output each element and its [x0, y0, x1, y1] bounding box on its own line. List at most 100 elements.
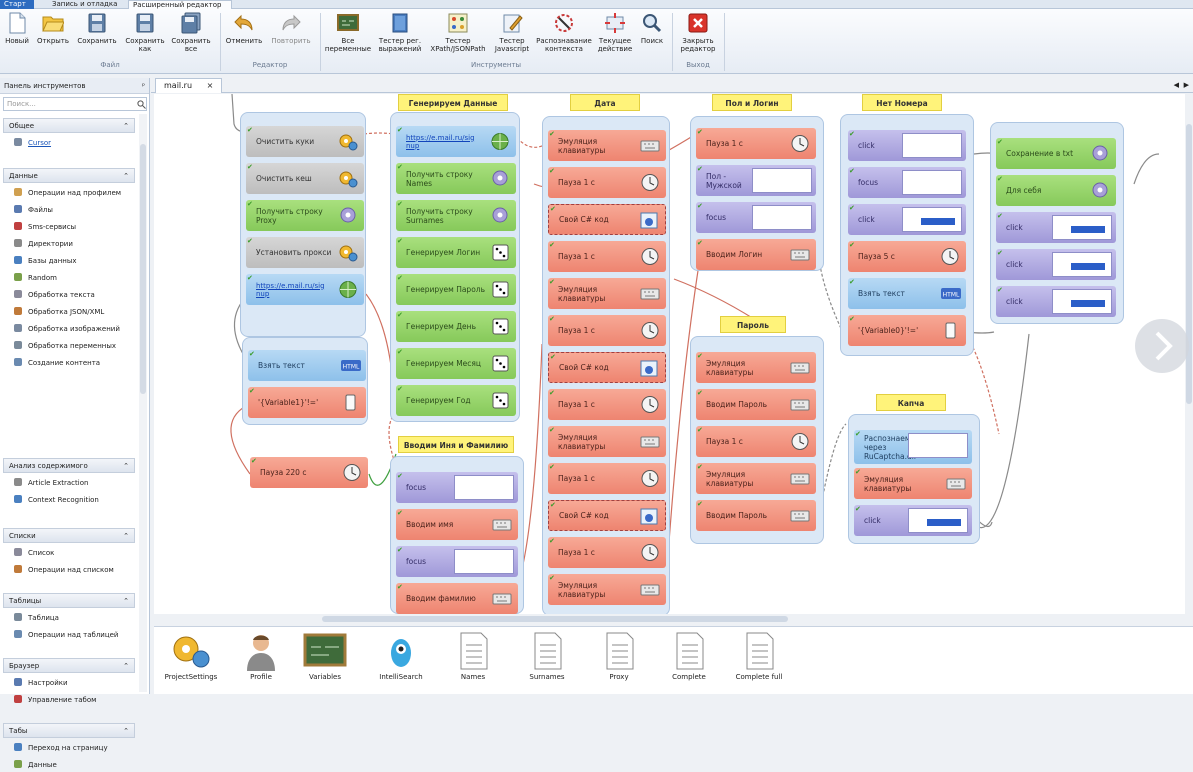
- group-header[interactable]: Дата: [570, 94, 640, 111]
- toolbox-item[interactable]: Создание контента: [14, 356, 100, 370]
- close-icon[interactable]: ×: [206, 81, 214, 90]
- resource-5[interactable]: Surnames: [514, 631, 580, 681]
- all-variables-button[interactable]: Все переменные: [324, 12, 372, 53]
- resource-0[interactable]: ProjectSettings: [158, 631, 224, 681]
- action-node[interactable]: ✔Для себя: [996, 175, 1116, 206]
- chevron-up-icon[interactable]: ⌃: [123, 662, 129, 670]
- action-node[interactable]: ✔click: [848, 130, 966, 161]
- action-node[interactable]: ✔Генерируем Месяц: [396, 348, 516, 379]
- pin-icon[interactable]: ᵖ: [142, 82, 145, 90]
- action-node[interactable]: ✔Эмуляция клавиатуры: [696, 463, 816, 494]
- action-node[interactable]: ✔Генерируем Год: [396, 385, 516, 416]
- section-0[interactable]: Общее⌃: [3, 118, 135, 133]
- group-header[interactable]: Капча: [876, 394, 946, 411]
- chevron-left-icon[interactable]: ◀: [1173, 81, 1179, 89]
- action-node[interactable]: ✔'{Variable1}'!=': [248, 387, 366, 418]
- action-node[interactable]: ✔https://e.mail.ru/sig nup: [246, 274, 364, 305]
- toolbox-item[interactable]: Базы данных: [14, 254, 77, 268]
- group-header[interactable]: Вводим Иня и Фамилию: [398, 436, 514, 453]
- chevron-up-icon[interactable]: ⌃: [123, 532, 129, 540]
- action-node[interactable]: ✔Свой C# код: [548, 204, 666, 235]
- action-node[interactable]: ✔Пауза 1 с: [548, 389, 666, 420]
- action-node[interactable]: ✔Пауза 1 с: [548, 241, 666, 272]
- action-node[interactable]: ✔Эмуляция клавиатуры: [854, 468, 972, 499]
- search-button[interactable]: Поиск: [636, 12, 668, 45]
- action-node[interactable]: ✔focus: [396, 472, 518, 503]
- save-button[interactable]: Сохранить: [74, 12, 120, 45]
- action-node[interactable]: ✔Очистить кеш: [246, 163, 364, 194]
- resource-7[interactable]: Complete: [656, 631, 722, 681]
- action-node[interactable]: ✔Установить прокси: [246, 237, 364, 268]
- canvas-vertical-scrollbar[interactable]: [1185, 94, 1193, 614]
- toolbox-item[interactable]: Управление табом: [14, 693, 96, 707]
- action-node[interactable]: ✔Генерируем Пароль: [396, 274, 516, 305]
- action-node[interactable]: ✔Пол - Мужской: [696, 165, 816, 196]
- tab-start[interactable]: Старт: [0, 0, 34, 9]
- group-header[interactable]: Нет Номера: [862, 94, 942, 111]
- open-button[interactable]: Открыть: [34, 12, 72, 45]
- toolbox-item[interactable]: Context Recognition: [14, 493, 99, 507]
- action-node[interactable]: ✔focus: [396, 546, 518, 577]
- chevron-right-icon[interactable]: ▶: [1183, 81, 1189, 89]
- toolbox-item[interactable]: Обработка текста: [14, 288, 95, 302]
- section-4[interactable]: Таблицы⌃: [3, 593, 135, 608]
- action-node[interactable]: ✔Генерируем Логин: [396, 237, 516, 268]
- action-node[interactable]: ✔Генерируем День: [396, 311, 516, 342]
- action-node[interactable]: ✔Получить строку Names: [396, 163, 516, 194]
- action-node[interactable]: ✔click: [848, 204, 966, 235]
- toolbox-item[interactable]: Файлы: [14, 203, 53, 217]
- chevron-up-icon[interactable]: ⌃: [123, 727, 129, 735]
- action-node[interactable]: ✔focus: [696, 202, 816, 233]
- action-node[interactable]: ✔click: [996, 249, 1116, 280]
- action-node[interactable]: ✔Пауза 1 с: [548, 463, 666, 494]
- action-node[interactable]: ✔Эмуляция клавиатуры: [548, 278, 666, 309]
- action-node[interactable]: ✔Вводим Пароль: [696, 500, 816, 531]
- action-node[interactable]: ✔'{Variable0}'!=': [848, 315, 966, 346]
- undo-button[interactable]: Отменить: [224, 12, 264, 45]
- group-header[interactable]: Пол и Логин: [712, 94, 792, 111]
- action-node[interactable]: ✔Вводим имя: [396, 509, 518, 540]
- doc-tab-mailru[interactable]: mail.ru ×: [155, 78, 223, 93]
- save-all-button[interactable]: Сохранить все: [168, 12, 214, 53]
- context-recognition-button[interactable]: Распознавание контекста: [534, 12, 594, 53]
- js-tester-button[interactable]: Тестер Javascript: [490, 12, 534, 53]
- project-canvas[interactable]: ✔Очистить куки✔Очистить кеш✔Получить стр…: [154, 94, 1185, 614]
- canvas-horizontal-scrollbar[interactable]: [154, 614, 1185, 624]
- action-node[interactable]: ✔Пауза 1 с: [696, 426, 816, 457]
- action-node[interactable]: ✔focus: [848, 167, 966, 198]
- action-node[interactable]: ✔Пауза 220 с: [250, 457, 368, 488]
- resource-3[interactable]: IntelliSearch: [368, 631, 434, 681]
- redo-button[interactable]: Повторить: [268, 12, 314, 45]
- close-editor-button[interactable]: Закрыть редактор: [676, 12, 720, 53]
- action-node[interactable]: ✔Свой C# код: [548, 500, 666, 531]
- action-node[interactable]: ✔Пауза 1 с: [548, 167, 666, 198]
- section-6[interactable]: Табы⌃: [3, 723, 135, 738]
- action-node[interactable]: ✔Эмуляция клавиатуры: [548, 426, 666, 457]
- toolbox-item[interactable]: Операции над профилем: [14, 186, 121, 200]
- resource-4[interactable]: Names: [440, 631, 506, 681]
- toolbox-item[interactable]: Операции над списком: [14, 563, 114, 577]
- current-action-button[interactable]: Текущее действие: [596, 12, 634, 53]
- action-node[interactable]: ✔Свой C# код: [548, 352, 666, 383]
- action-node[interactable]: ✔Пауза 1 с: [548, 537, 666, 568]
- toolbox-item[interactable]: Список: [14, 546, 54, 560]
- action-node[interactable]: ✔Пауза 1 с: [548, 315, 666, 346]
- toolbox-item[interactable]: Sms-сервисы: [14, 220, 76, 234]
- resource-8[interactable]: Complete full: [726, 631, 792, 681]
- toolbox-item[interactable]: Обработка переменных: [14, 339, 116, 353]
- chevron-up-icon[interactable]: ⌃: [123, 462, 129, 470]
- chevron-up-icon[interactable]: ⌃: [123, 122, 129, 130]
- action-node[interactable]: ✔click: [996, 286, 1116, 317]
- resource-6[interactable]: Proxy: [586, 631, 652, 681]
- action-node[interactable]: ✔Эмуляция клавиатуры: [548, 130, 666, 161]
- toolbox-item[interactable]: Настройки: [14, 676, 68, 690]
- chevron-up-icon[interactable]: ⌃: [123, 172, 129, 180]
- toolbox-item[interactable]: Обработка JSON/XML: [14, 305, 104, 319]
- section-3[interactable]: Списки⌃: [3, 528, 135, 543]
- section-1[interactable]: Данные⌃: [3, 168, 135, 183]
- toolbox-item[interactable]: Таблица: [14, 611, 59, 625]
- action-node[interactable]: ✔Получить строку Surnames: [396, 200, 516, 231]
- toolbox-item[interactable]: Обработка изображений: [14, 322, 120, 336]
